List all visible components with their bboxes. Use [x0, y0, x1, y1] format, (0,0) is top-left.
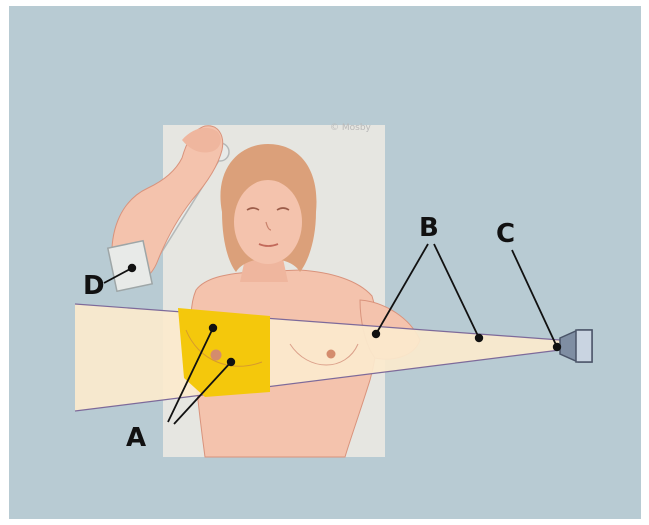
watermark: © Mosby [330, 123, 372, 133]
label-b: B [419, 213, 439, 243]
marker-a-2 [227, 358, 235, 366]
marker-c [553, 343, 561, 351]
marker-b-1 [372, 330, 380, 338]
label-c: C [496, 219, 515, 249]
left-nipple [327, 350, 336, 359]
face [234, 180, 302, 264]
right-nipple [211, 350, 222, 361]
breast-treatment-field [178, 308, 270, 397]
label-d: D [83, 271, 105, 301]
marker-a-1 [209, 324, 217, 332]
marker-b-2 [475, 334, 483, 342]
label-a: A [126, 423, 146, 453]
marker-d [128, 264, 136, 272]
